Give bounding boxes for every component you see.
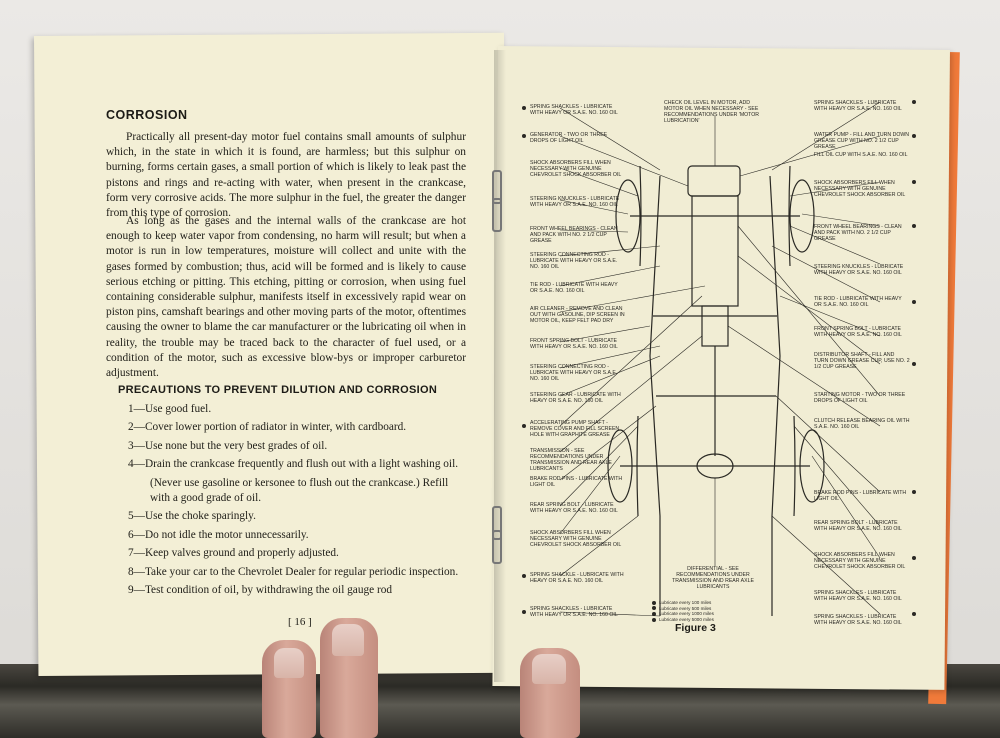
legend-entry: Lubricate every 1000 miles <box>659 611 714 617</box>
diagram-label: Steering connecting rod - lubricate with… <box>530 364 618 382</box>
lubrication-legend: Lubricate every 100 miles Lubricate ever… <box>652 600 722 622</box>
lubrication-point-marker <box>912 612 916 616</box>
diagram-label: Shock absorbers fill when necessary with… <box>814 552 906 570</box>
lubrication-point-marker <box>912 180 916 184</box>
list-item: 3—Use none but the very best grades of o… <box>128 439 328 452</box>
diagram-label: Spring shackles - lubricate with heavy o… <box>814 614 902 626</box>
diagram-label: Clutch release bearing oil with S.A.E. N… <box>814 418 910 430</box>
diagram-label: Rear spring bolt - lubricate with heavy … <box>814 520 902 532</box>
diagram-label: Shock absorbers fill when necessary with… <box>814 180 906 198</box>
diagram-label: Differential - see recommendations under… <box>672 566 754 590</box>
diagram-label: Air cleaner - remove and clean out with … <box>530 306 625 324</box>
subheading: PRECAUTIONS TO PREVENT DILUTION AND CORR… <box>118 384 438 396</box>
legend-dot-icon <box>652 606 656 611</box>
section-heading: CORROSION <box>106 108 188 122</box>
book-gutter <box>494 50 506 682</box>
diagram-label: Spring shackles - lubricate with heavy o… <box>814 590 902 602</box>
rear-wheel-right <box>799 429 825 503</box>
diagram-label: Generator - two or three drops of light … <box>530 132 608 144</box>
list-item-note: (Never use gasoline or kersonee to flush… <box>150 476 449 505</box>
lubrication-point-marker <box>522 610 526 614</box>
legend-entry: Lubricate every 100 miles <box>659 600 712 605</box>
fingernail <box>332 624 364 656</box>
diagram-label: Spring shackles - lubricate with heavy o… <box>530 104 618 116</box>
lubrication-point-marker <box>522 574 526 578</box>
lubrication-point-marker <box>912 300 916 304</box>
diagram-label: Brake rod pins - lubricate with light oi… <box>530 476 623 488</box>
diagram-label: Front spring bolt - lubricate with heavy… <box>814 326 902 338</box>
lubrication-point-marker <box>912 100 916 104</box>
diagram-label: Steering knuckles - lubricate with heavy… <box>814 264 904 276</box>
diagram-label: Spring shackles - lubricate with heavy o… <box>814 100 902 112</box>
diagram-label: Front wheel bearings - clean and pack wi… <box>814 224 902 242</box>
lubrication-point-marker <box>912 362 916 366</box>
diagram-label: Water pump - fill and turn down grease c… <box>814 132 910 150</box>
lubrication-point-marker <box>912 224 916 228</box>
precautions-list: 1—Use good fuel. 2—Cover lower portion o… <box>128 402 468 601</box>
list-item: 5—Use the choke sparingly. <box>128 510 256 523</box>
diagram-label: Front wheel bearings - clean and pack wi… <box>530 226 618 244</box>
diagram-label: Starting motor - two or three drops of l… <box>814 392 906 404</box>
front-spring-left <box>639 165 642 267</box>
radiator <box>687 165 741 197</box>
legend-dot-icon <box>652 611 656 616</box>
staple-icon <box>492 530 502 564</box>
diagram-label: Steering knuckles - lubricate with heavy… <box>530 196 620 208</box>
diagram-label: Brake rod pins - lubricate with light oi… <box>814 490 907 502</box>
page-number: [ 16 ] <box>288 616 312 628</box>
front-wheel-left <box>615 179 641 253</box>
legend-entry: Lubricate every 500 miles <box>659 605 712 611</box>
diagram-label: Shock absorbers fill when necessary with… <box>530 160 622 178</box>
frame-rail-right <box>769 175 781 616</box>
rear-wheel-left <box>607 429 633 503</box>
lubrication-point-marker <box>912 134 916 138</box>
list-item: 1—Use good fuel. <box>128 403 212 415</box>
diagram-label: Spring shackles - lubricate with heavy o… <box>530 606 618 618</box>
staple-icon <box>492 506 502 540</box>
diagram-label: Tie rod - lubricate with heavy or S.A.E.… <box>814 296 902 308</box>
list-item: 8—Take your car to the Chevrolet Dealer … <box>128 565 459 578</box>
staple-icon <box>492 170 502 204</box>
lubrication-point-marker <box>522 424 526 428</box>
diagram-label: Distributor shaft - fill and turn down g… <box>814 352 910 370</box>
lubrication-point-marker <box>912 556 916 560</box>
diagram-label: Shock absorbers fill when necessary with… <box>530 530 622 548</box>
diagram-label: Accelerating pump shaft - remove cover a… <box>530 420 620 438</box>
list-item: 9—Test condition of oil, by withdrawing … <box>128 584 393 597</box>
list-item: 6—Do not idle the motor unnecessarily. <box>128 528 309 541</box>
list-item: 7—Keep valves ground and properly adjust… <box>128 547 339 560</box>
list-item: 4—Drain the crankcase frequently and flu… <box>128 458 459 471</box>
list-item: 2—Cover lower portion of radiator in win… <box>128 421 407 434</box>
diagram-label: Rear spring bolt - lubricate with heavy … <box>530 502 618 514</box>
frame-rail-left <box>649 175 661 616</box>
diagram-label: Steering connecting rod - lubricate with… <box>530 252 618 270</box>
diagram-label: Fill oil cup with S.A.E. No. 160 oil <box>814 152 908 158</box>
diagram-label: Check oil level in motor, add motor oil … <box>664 100 760 124</box>
legend-entry: Lubricate every 5000 miles <box>659 616 714 622</box>
thumbnail <box>532 654 566 684</box>
legend-dot-icon <box>652 617 656 622</box>
staple-icon <box>492 198 502 232</box>
lubrication-point-marker <box>522 134 526 138</box>
transmission-housing <box>701 305 729 347</box>
diagram-label: Front spring bolt - lubricate with heavy… <box>530 338 618 350</box>
engine-block <box>691 195 739 307</box>
chassis-lubrication-diagram <box>522 100 916 617</box>
figure-caption: Figure 3 <box>675 622 716 634</box>
fingernail <box>274 648 304 678</box>
diagram-label: Transmission - see recommendations under… <box>530 448 612 472</box>
diagram-label: Steering gear - lubricate with heavy or … <box>530 392 621 404</box>
lubrication-point-marker <box>912 490 916 494</box>
lubrication-point-marker <box>522 106 526 110</box>
diagram-label: Spring shackle - lubricate with heavy or… <box>530 572 624 584</box>
paragraph: As long as the gases and the internal wa… <box>106 215 466 380</box>
diagram-label: Tie rod - lubricate with heavy or S.A.E.… <box>530 282 618 294</box>
paragraph: Practically all present-day motor fuel c… <box>106 131 466 220</box>
legend-dot-icon <box>652 600 656 605</box>
